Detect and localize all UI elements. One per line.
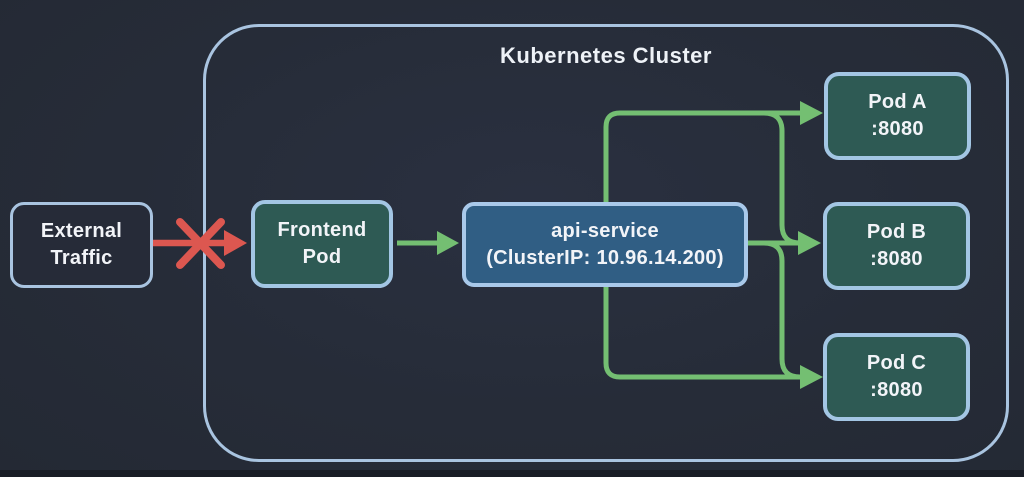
frontend-pod-node: Frontend Pod: [251, 200, 393, 288]
pod-a-port: :8080: [871, 118, 924, 140]
api-service-node: api-service (ClusterIP: 10.96.14.200): [462, 202, 748, 287]
external-traffic-node: External Traffic: [10, 202, 153, 288]
external-traffic-label: External: [40, 220, 123, 242]
pod-c-port: :8080: [870, 379, 923, 401]
pod-a-node: Pod A :8080: [824, 72, 971, 160]
pod-b-node: Pod B :8080: [823, 202, 970, 290]
frontend-pod-label: Frontend: [277, 219, 367, 241]
cluster-title: Kubernetes Cluster: [500, 43, 712, 68]
api-service-cluster-ip: (ClusterIP: 10.96.14.200): [486, 246, 724, 269]
pod-c-node: Pod C :8080: [823, 333, 970, 421]
pod-c-label: Pod C: [866, 352, 927, 374]
bottom-edge-shadow: [0, 470, 1024, 477]
pod-b-label: Pod B: [866, 221, 927, 243]
pod-a-label: Pod A: [868, 91, 927, 113]
api-service-label: api-service: [551, 219, 659, 242]
pod-b-port: :8080: [870, 248, 923, 270]
